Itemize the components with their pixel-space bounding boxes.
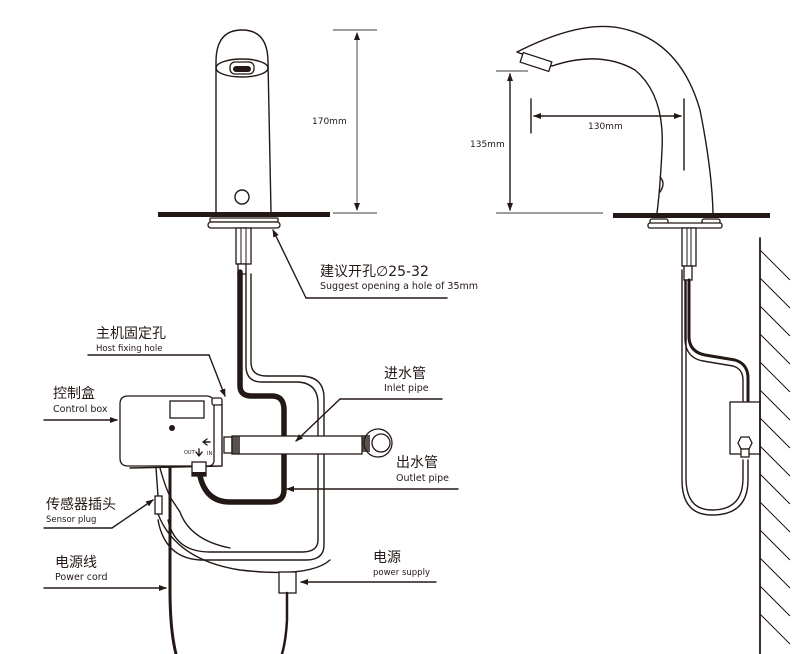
aerator-mesh (233, 66, 251, 72)
side-spout-top (516, 25, 714, 214)
power-supply-label-cn: 电源 (373, 550, 401, 566)
faucet-head-rim (215, 58, 269, 78)
callout-control-box: 控制盒 Control box (43, 385, 118, 423)
dimension-135mm-label: 135mm (470, 140, 505, 150)
host-fixing-hole (211, 397, 223, 406)
counter-top-front (158, 212, 330, 217)
side-inlet-hose (681, 269, 749, 516)
counter-top-side (613, 213, 770, 218)
callout-inlet-pipe: 进水管 Inlet pipe (295, 366, 443, 442)
inlet-pipe-label-cn: 进水管 (384, 366, 426, 382)
side-faucet (516, 25, 770, 281)
dimension-170mm: 170mm (312, 29, 377, 214)
base-nut (207, 221, 281, 229)
out-marking: OUT (184, 450, 196, 456)
callout-sensor-plug: 传感器插头 Sensor plug (43, 496, 154, 529)
outlet-hose (197, 269, 287, 505)
out-arrow-icon (195, 448, 203, 457)
callout-power-cord: 电源线 Power cord (43, 555, 167, 591)
control-box-label-en: Control box (53, 404, 108, 415)
front-faucet (158, 29, 330, 275)
dimension-130mm-label: 130mm (588, 122, 623, 132)
dimension-135mm: 135mm (470, 70, 603, 214)
front-installation: OUT IN (119, 269, 393, 654)
side-shank (681, 227, 697, 267)
outlet-pipe-label-cn: 出水管 (396, 455, 438, 471)
side-outlet-hose (687, 278, 750, 404)
control-box-label-cn: 控制盒 (53, 385, 95, 402)
callout-outlet-pipe: 出水管 Outlet pipe (286, 455, 459, 492)
outlet-pipe-label-en: Outlet pipe (396, 473, 449, 484)
sensor-plug-label-en: Sensor plug (46, 515, 96, 525)
dimension-130mm: 130mm (530, 98, 685, 171)
power-supply-label-en: power supply (373, 568, 430, 578)
dimension-170mm-label: 170mm (312, 117, 347, 127)
side-spout-bottom (551, 58, 663, 214)
sensor-window-icon (234, 189, 250, 205)
power-cord-label-cn: 电源线 (55, 555, 97, 571)
wall-hatching (759, 249, 791, 645)
opening-label-en: Suggest opening a hole of 35mm (320, 281, 478, 292)
shank (235, 227, 252, 265)
host-fixing-hole-label-en: Host fixing hole (96, 344, 162, 354)
host-fixing-hole-label-cn: 主机固定孔 (96, 326, 166, 342)
power-cord (168, 466, 178, 654)
faucet-body-outline (215, 29, 272, 213)
sensor-cord (155, 467, 331, 574)
inlet-pipe-label-en: Inlet pipe (384, 383, 429, 394)
callout-power-supply: 电源 power supply (300, 550, 437, 585)
in-arrow-icon (202, 438, 211, 446)
sensor-plug (154, 495, 163, 515)
sensor-plug-label-cn: 传感器插头 (46, 496, 116, 513)
side-aerator (519, 51, 553, 73)
side-sensor (659, 176, 664, 193)
inlet-pipe (231, 435, 363, 455)
callout-host-fixing-hole: 主机固定孔 Host fixing hole (87, 326, 226, 397)
inlet-flex-hose (167, 273, 319, 553)
callout-opening: 建议开孔∅25-32 Suggest opening a hole of 35m… (272, 229, 478, 299)
in-marking: IN (207, 451, 212, 457)
side-installation (681, 237, 791, 654)
side-base-nut (647, 222, 723, 229)
control-box-display (169, 400, 205, 419)
control-box-button (169, 425, 175, 431)
power-supply (278, 571, 297, 594)
power-cord-label-en: Power cord (55, 572, 108, 583)
opening-label-cn: 建议开孔∅25-32 (320, 264, 429, 280)
